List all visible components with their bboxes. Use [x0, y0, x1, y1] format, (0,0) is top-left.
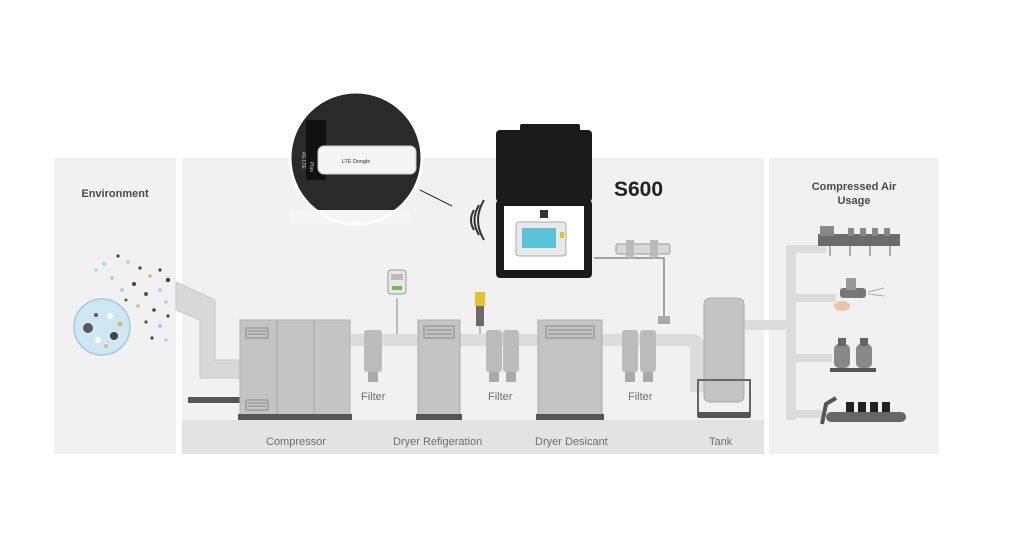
s600-case [496, 124, 592, 278]
filter-label-1: Filter [361, 391, 386, 403]
bottling-line-icon [818, 226, 900, 256]
filter-2 [475, 292, 519, 382]
usage-title-line2: Usage [837, 195, 871, 207]
cylinders-icon [830, 338, 876, 372]
dryer-desiccant-label: Dryer Desicant [535, 436, 608, 448]
dryer-refrigeration [416, 319, 462, 420]
dryer-refrigeration-label: Dryer Refigeration [393, 436, 483, 448]
wireless-signal-icon [470, 199, 485, 241]
spray-gun-icon [834, 278, 885, 311]
compressor-label: Compressor [266, 436, 326, 448]
dongle-side-text: 4G LTE [300, 152, 306, 170]
lte-dongle-callout: LTE Dongle 4G LTE Plus [288, 90, 424, 226]
tank [697, 297, 751, 418]
filter-label-2: Filter [488, 391, 513, 403]
device-model-title: S600 [614, 178, 664, 201]
filter-1 [364, 269, 407, 382]
tank-label: Tank [709, 436, 733, 448]
filter-label-3: Filter [628, 391, 653, 403]
dongle-label: LTE Dongle [342, 159, 371, 165]
filter-3 [622, 330, 656, 382]
floor-strip [182, 420, 764, 454]
dust-particles [73, 254, 171, 356]
dongle-side-text-2: Plus [308, 162, 314, 172]
compressor [238, 319, 352, 420]
environment-title: Environment [81, 188, 149, 200]
dryer-desiccant [536, 319, 604, 420]
usage-title-line1: Compressed Air [811, 181, 897, 193]
intake-duct [175, 281, 241, 379]
robot-conveyor-icon [820, 396, 906, 425]
